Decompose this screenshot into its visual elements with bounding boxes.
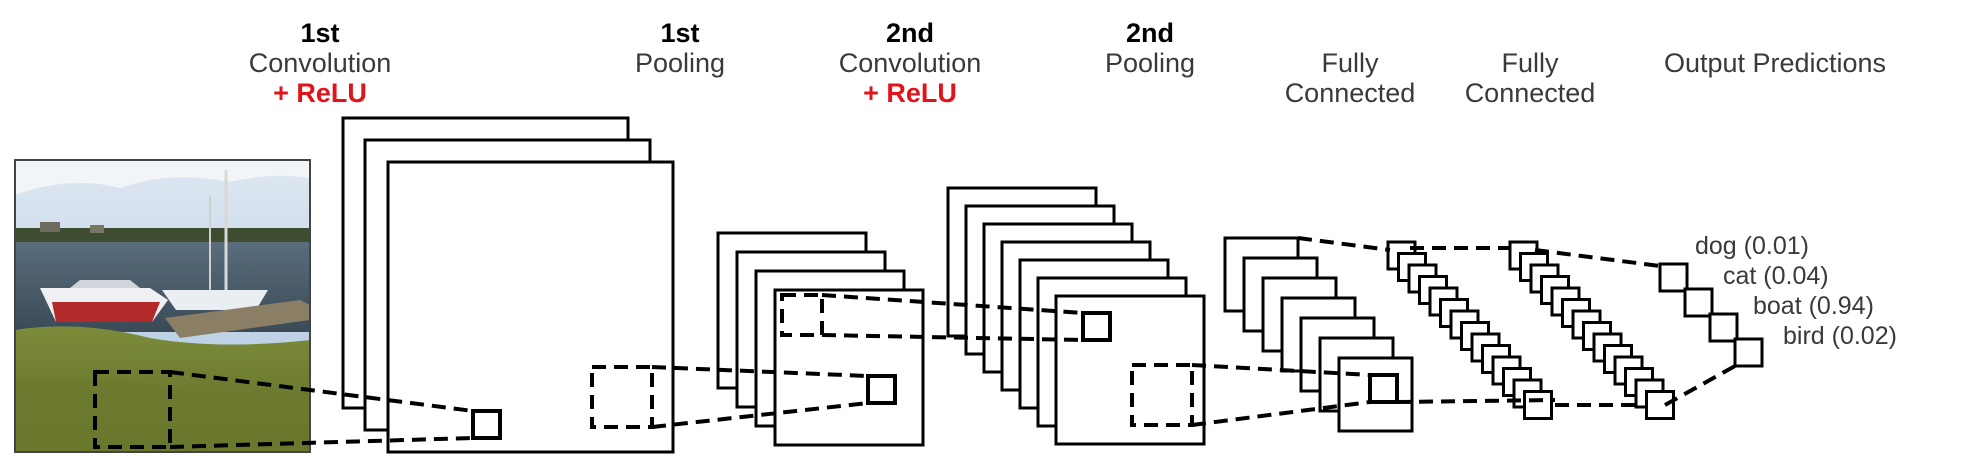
label-fc2-line2: Connected bbox=[1464, 78, 1596, 108]
fc1-neurons bbox=[1386, 240, 1553, 420]
label-fc2: Fully Connected bbox=[1450, 48, 1610, 108]
prediction-cat: cat (0.04) bbox=[1723, 262, 1829, 290]
label-pool1-ordinal: 1st bbox=[660, 18, 700, 48]
label-conv1-name: Convolution bbox=[248, 48, 392, 78]
label-conv1: 1st Convolution + ReLU bbox=[220, 18, 420, 108]
conv1-feature-maps bbox=[341, 116, 675, 454]
label-conv2: 2nd Convolution + ReLU bbox=[810, 18, 1010, 108]
label-pool1: 1st Pooling bbox=[610, 18, 750, 78]
label-pool2-name: Pooling bbox=[1104, 48, 1196, 78]
prediction-dog: dog (0.01) bbox=[1695, 232, 1809, 260]
label-output-title: Output Predictions bbox=[1663, 48, 1887, 78]
label-conv2-ordinal: 2nd bbox=[885, 18, 934, 48]
label-output: Output Predictions bbox=[1640, 48, 1910, 78]
connection-lines bbox=[169, 236, 1736, 449]
label-pool1-name: Pooling bbox=[634, 48, 726, 78]
label-conv1-ordinal: 1st bbox=[300, 18, 340, 48]
input-image bbox=[14, 159, 311, 453]
label-conv2-activation: + ReLU bbox=[863, 78, 957, 108]
label-fc2-line1: Fully bbox=[1501, 48, 1559, 78]
target-units bbox=[471, 311, 1399, 440]
conv2-feature-maps bbox=[946, 186, 1206, 446]
output-neurons bbox=[1658, 262, 1764, 368]
label-pool2-ordinal: 2nd bbox=[1125, 18, 1174, 48]
fc2-neurons bbox=[1508, 240, 1675, 420]
receptive-field-boxes bbox=[93, 293, 1194, 449]
pool1-feature-maps bbox=[716, 231, 925, 447]
neuron bbox=[1645, 390, 1675, 420]
neuron bbox=[1523, 390, 1553, 420]
label-fc1-line1: Fully bbox=[1321, 48, 1379, 78]
label-fc1-line2: Connected bbox=[1284, 78, 1416, 108]
label-pool2: 2nd Pooling bbox=[1080, 18, 1220, 78]
label-conv1-activation: + ReLU bbox=[273, 78, 367, 108]
prediction-boat: boat (0.94) bbox=[1753, 292, 1874, 320]
label-conv2-name: Convolution bbox=[838, 48, 982, 78]
prediction-bird: bird (0.02) bbox=[1783, 322, 1897, 350]
label-fc1: Fully Connected bbox=[1270, 48, 1430, 108]
